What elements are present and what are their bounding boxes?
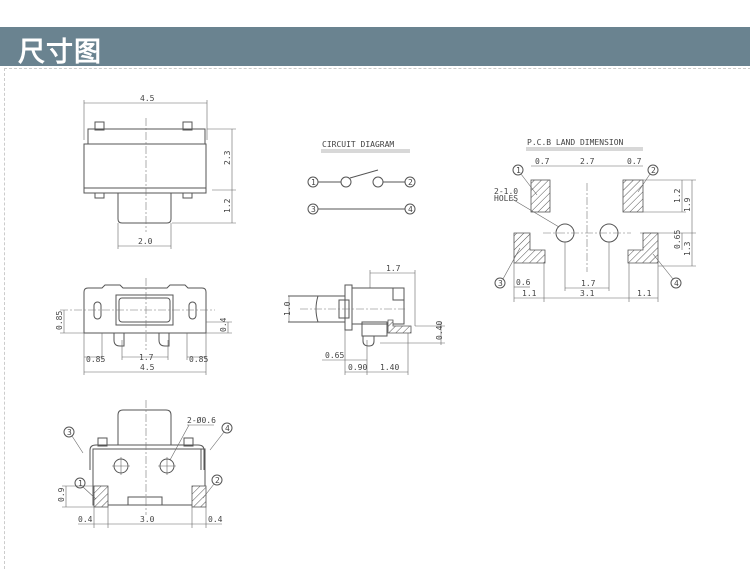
pcb-pin-3: 3: [498, 279, 503, 288]
dim-total: 4.5: [140, 363, 155, 372]
pad-3: [513, 232, 546, 264]
bottom-pin-2: 2: [215, 476, 220, 485]
dim-offset: 0.65: [325, 351, 344, 360]
section-title: 尺寸图: [18, 37, 102, 68]
dim-pitch: 1.9: [683, 197, 692, 212]
dim-step: 0.65: [673, 230, 682, 249]
dim-outer-right: 1.1: [637, 289, 652, 298]
bottom-pad-2: [191, 485, 207, 508]
dim-plunger-height: 1.2: [223, 198, 232, 213]
dim-bottom-right: 0.4: [208, 515, 223, 524]
dim-left-height: 0.85: [55, 311, 64, 330]
bottom-pin-1: 1: [78, 479, 83, 488]
holes-label: 2-1.0: [494, 187, 518, 196]
top-view: 4.5 2.3 1.2 2.0: [83, 94, 236, 249]
pin-label-4: 4: [408, 205, 413, 214]
dim-pad-left: 0.7: [535, 157, 550, 166]
pcb-pin-2: 2: [651, 166, 656, 175]
dim-side-top: 1.7: [386, 264, 401, 273]
dim-bottom-center: 3.0: [140, 515, 155, 524]
pin-label-1: 1: [311, 178, 316, 187]
pin-label-3: 3: [311, 205, 316, 214]
dim-side-right: 0.40: [435, 321, 444, 340]
bottom-pin-4: 4: [225, 424, 230, 433]
bottom-pad-1: [93, 485, 109, 508]
dim-pad-height: 1.2: [673, 188, 682, 203]
content-frame: [4, 68, 750, 569]
dim-plunger-h: 1.0: [283, 301, 292, 316]
circuit-title: CIRCUIT DIAGRAM: [322, 140, 394, 149]
dim-tab: 0.6: [516, 278, 531, 287]
dim-body-height: 2.3: [223, 150, 232, 165]
pin-label-2: 2: [408, 178, 413, 187]
dim-bottom-pad-h: 0.9: [57, 487, 66, 502]
pcb-title: P.C.B LAND DIMENSION: [527, 138, 624, 147]
dim-plunger-width: 2.0: [138, 237, 153, 246]
section-header: 尺寸图: [0, 27, 750, 68]
side-pad: [387, 319, 412, 334]
pad-4: [627, 232, 659, 264]
dim-bottom-left: 0.4: [78, 515, 93, 524]
circuit-diagram: CIRCUIT DIAGRAM 1 2 3 4: [307, 140, 416, 215]
dim-pad-right: 0.7: [627, 157, 642, 166]
dim-outer-left: 1.1: [522, 289, 537, 298]
bottom-holes-label: 2-Ø0.6: [187, 415, 216, 425]
dim-hole-pitch: 1.7: [581, 279, 596, 288]
bottom-pin-3: 3: [67, 428, 72, 437]
dim-outer-mid: 3.1: [580, 289, 595, 298]
front-view: 0.85 0.4 0.85 1.7 0.85 4.5: [55, 278, 232, 375]
bottom-view: 2-Ø0.6 0.9 0.4 3.0 0.4 3 4 1 2: [57, 400, 233, 528]
pad-1: [530, 179, 551, 213]
side-view: 1.7 1.0 0.40 0.65 0.90 1.40: [283, 264, 445, 375]
pcb-land-dimension: P.C.B LAND DIMENSION 0.7 2.7 0.7 1.2 1.9…: [494, 138, 696, 302]
dim-right-base: 1.40: [380, 363, 399, 372]
pcb-pin-1: 1: [516, 166, 521, 175]
dim-center: 1.7: [139, 353, 154, 362]
dim-right-height: 0.4: [219, 317, 228, 332]
dim-lower-height: 1.3: [683, 241, 692, 256]
dim-width: 4.5: [140, 94, 155, 103]
holes-label-2: HOLES: [494, 194, 518, 203]
dim-pad-gap: 2.7: [580, 157, 595, 166]
dim-bottom-right: 0.85: [189, 355, 208, 364]
pad-2: [622, 179, 644, 213]
dim-left-base: 0.90: [348, 363, 367, 372]
pcb-pin-4: 4: [674, 279, 679, 288]
dim-bottom-left: 0.85: [86, 355, 105, 364]
